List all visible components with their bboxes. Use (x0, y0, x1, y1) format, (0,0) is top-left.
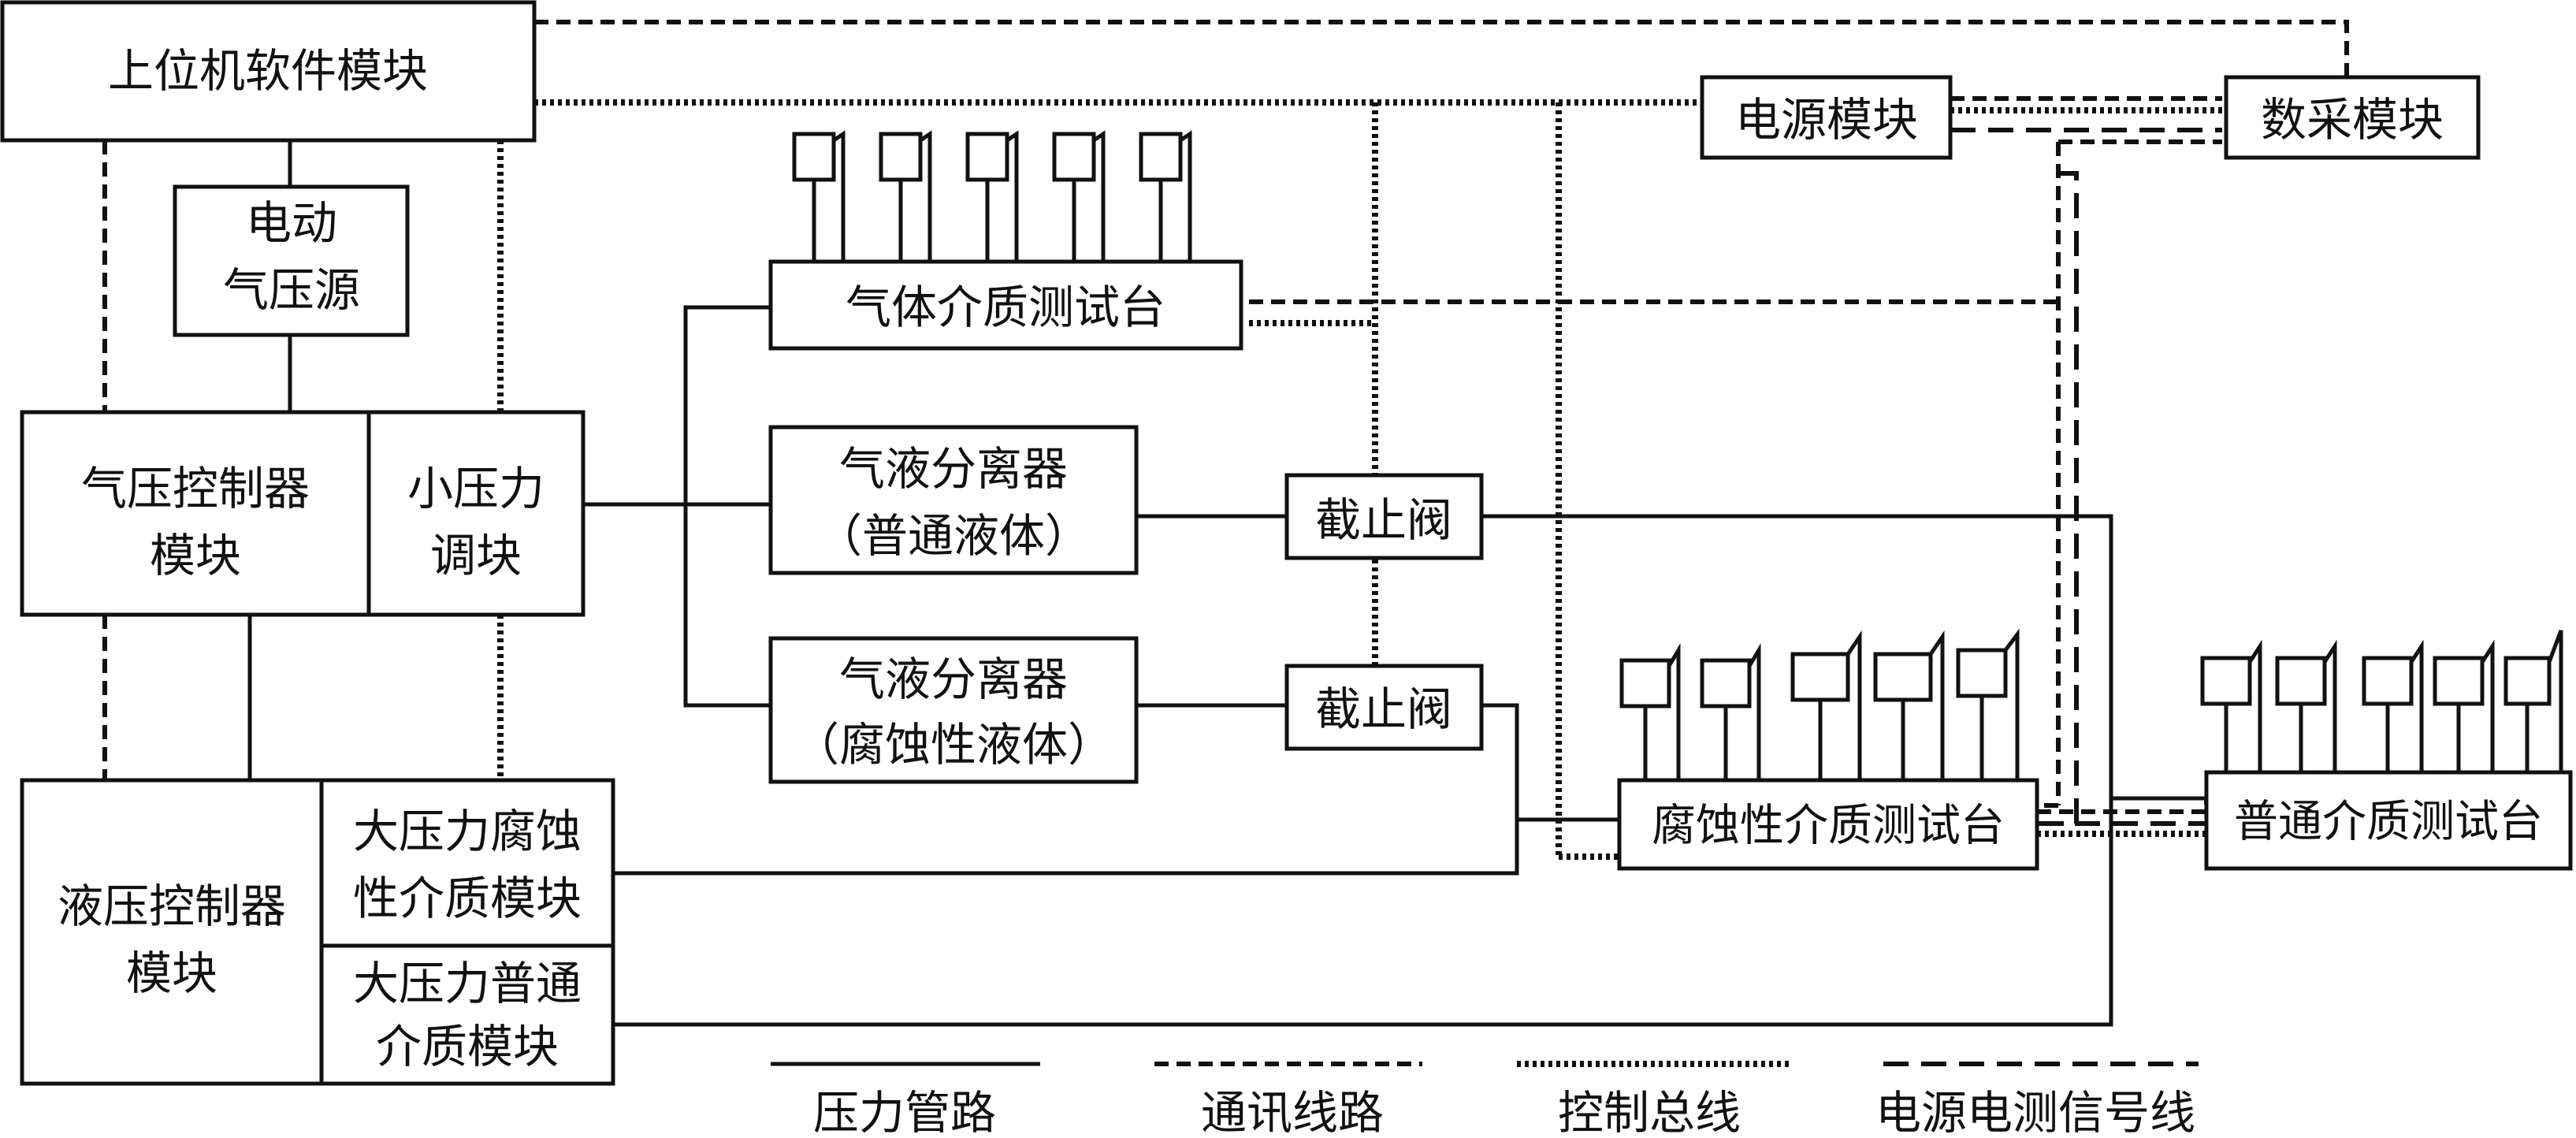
svg-text:性介质模块: 性介质模块 (353, 872, 582, 925)
sensor-icon (1139, 130, 1192, 262)
svg-text:截止阀: 截止阀 (1315, 493, 1452, 547)
high-pressure-normal-module: 大压力普通 介质模块 (319, 943, 615, 1086)
svg-text:（普通液体）: （普通液体） (816, 509, 1091, 563)
legend-comm: 通讯线路 (1154, 1062, 1422, 1138)
normal-bench-sensors (2200, 630, 2563, 772)
svg-text:通讯线路: 通讯线路 (1201, 1086, 1384, 1138)
svg-text:电源电测信号线: 电源电测信号线 (1875, 1086, 2195, 1138)
svg-text:上位机软件模块: 上位机软件模块 (108, 44, 428, 98)
corrosive-medium-test-bench: 腐蚀性介质测试台 (1617, 778, 2039, 871)
sensor-icon (1873, 630, 1945, 780)
sensor-icon (1052, 130, 1106, 262)
svg-text:电动: 电动 (246, 196, 337, 250)
stop-valve-1: 截止阀 (1284, 473, 1484, 560)
svg-text:（腐蚀性液体）: （腐蚀性液体） (794, 718, 1113, 772)
legend-pressure: 压力管路 (771, 1062, 1040, 1138)
corrosive-bench-sensors (1619, 628, 2020, 780)
gas-medium-test-bench: 气体介质测试台 (768, 259, 1243, 351)
high-pressure-corrosive-module: 大压力腐蚀 性介质模块 (319, 778, 615, 948)
sensor-icon (2200, 639, 2262, 772)
svg-text:介质模块: 介质模块 (376, 1020, 559, 1073)
sensor-icon (1956, 628, 2020, 780)
separator-corrosive-liquid: 气液分离器 （腐蚀性液体） (768, 636, 1139, 784)
control-bus (497, 99, 2226, 860)
svg-text:气压源: 气压源 (223, 263, 360, 317)
svg-text:电源模块: 电源模块 (1735, 93, 1918, 147)
svg-text:腐蚀性介质测试台: 腐蚀性介质测试台 (1652, 801, 2005, 852)
legend: 压力管路 通讯线路 控制总线 电源电测信号线 (771, 1061, 2199, 1138)
svg-text:气压控制器: 气压控制器 (81, 462, 310, 515)
sensor-icon (2504, 630, 2563, 772)
svg-text:模块: 模块 (150, 529, 241, 582)
small-pressure-module: 小压力 调块 (366, 410, 585, 617)
sensor-icon (792, 130, 846, 262)
svg-text:气液分离器: 气液分离器 (839, 442, 1068, 496)
sensor-icon (2433, 639, 2495, 772)
svg-text:气体介质测试台: 气体介质测试台 (846, 281, 1165, 334)
svg-text:控制总线: 控制总线 (1558, 1086, 1741, 1138)
electric-air-source: 电动 气压源 (173, 184, 410, 337)
svg-text:调块: 调块 (430, 529, 522, 582)
svg-text:模块: 模块 (126, 946, 217, 1000)
svg-text:大压力普通: 大压力普通 (353, 957, 582, 1010)
svg-text:普通介质测试台: 普通介质测试台 (2234, 797, 2543, 848)
pneumatic-controller-module: 气压控制器 模块 (20, 410, 371, 617)
sensor-icon (1700, 642, 1761, 780)
sensor-icon (965, 130, 1019, 262)
hydraulic-controller-module: 液压控制器 模块 (20, 778, 324, 1086)
svg-text:压力管路: 压力管路 (813, 1086, 996, 1138)
sensor-icon (1790, 630, 1862, 780)
svg-text:截止阀: 截止阀 (1315, 682, 1452, 736)
svg-text:气液分离器: 气液分离器 (839, 653, 1068, 706)
separator-normal-liquid: 气液分离器 （普通液体） (768, 425, 1139, 575)
stop-valve-2: 截止阀 (1284, 664, 1484, 751)
pressure-lines (247, 142, 2206, 1027)
power-module: 电源模块 (1700, 75, 1953, 160)
sensor-icon (2362, 639, 2424, 772)
svg-text:小压力: 小压力 (407, 462, 545, 515)
sensor-icon (2275, 639, 2337, 772)
daq-module: 数采模块 (2224, 75, 2481, 160)
normal-medium-test-bench: 普通介质测试台 (2204, 770, 2573, 871)
legend-power-signal: 电源电测信号线 (1875, 1062, 2199, 1138)
sensor-icon (879, 130, 932, 262)
host-software-module: 上位机软件模块 (0, 0, 537, 143)
gas-bench-sensors (792, 130, 1192, 262)
svg-text:液压控制器: 液压控制器 (58, 880, 286, 933)
sensor-icon (1619, 642, 1681, 780)
power-signal-lines (1950, 128, 2222, 826)
svg-text:大压力腐蚀: 大压力腐蚀 (353, 805, 582, 858)
legend-control: 控制总线 (1517, 1061, 1789, 1138)
svg-text:数采模块: 数采模块 (2261, 93, 2444, 147)
